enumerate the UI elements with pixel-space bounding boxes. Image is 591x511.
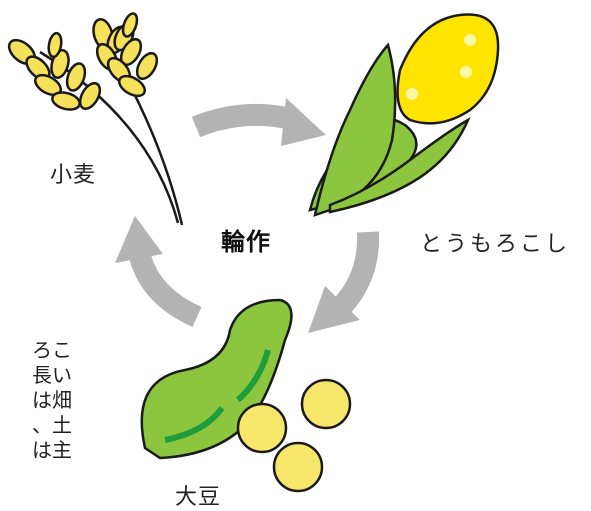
label-wheat: 小麦 bbox=[50, 163, 97, 188]
center-title: 輪作 bbox=[221, 228, 271, 256]
label-corn: とうもろこし bbox=[420, 232, 571, 257]
cycle-arrows bbox=[115, 98, 380, 333]
cycle-arrow-icon bbox=[308, 231, 380, 333]
side-text-line: 、土 bbox=[32, 413, 72, 437]
side-text-line: は主 bbox=[32, 438, 72, 462]
wheat-icon bbox=[7, 12, 184, 226]
soybean-icon bbox=[236, 378, 352, 493]
side-text-fragment: ろこ 長い は畑 、土 は主 bbox=[0, 338, 72, 463]
label-soybean: 大豆 bbox=[175, 485, 222, 510]
side-text-line: ろこ bbox=[32, 338, 72, 362]
corn-icon bbox=[308, 13, 500, 217]
side-text-line: 長い bbox=[32, 363, 72, 387]
side-text-line: は畑 bbox=[32, 388, 72, 412]
cycle-arrow-icon bbox=[115, 216, 202, 328]
cycle-arrow-icon bbox=[191, 98, 326, 146]
